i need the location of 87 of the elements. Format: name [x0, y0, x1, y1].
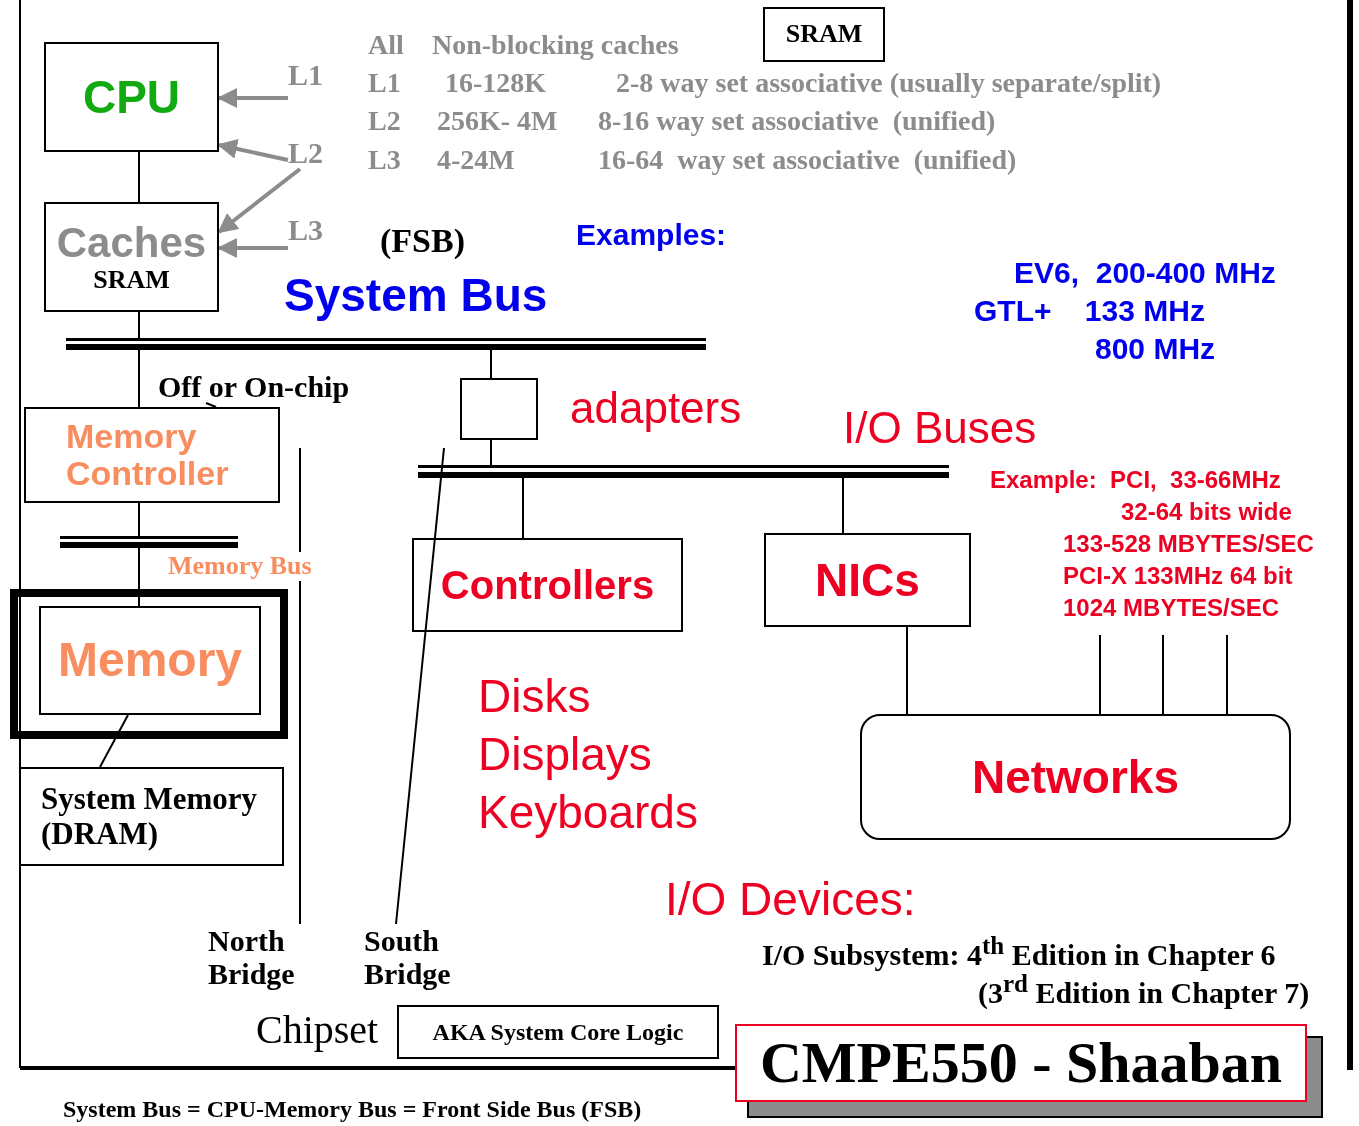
section-heading: I/O Devices:	[665, 874, 916, 925]
box-label: System Memory (DRAM)	[41, 782, 259, 851]
leader-line	[299, 447, 301, 925]
table-cell: 8-16 way set associative (unified)	[598, 106, 996, 137]
leader-line	[99, 714, 129, 768]
cache-level-label: L1	[288, 58, 323, 91]
annotation-label: Off or On-chip	[158, 370, 350, 403]
example-text: Examples:	[576, 218, 727, 251]
chipset-label: Chipset	[256, 1008, 379, 1052]
example-text: PCI-X 133MHz 64 bit	[1063, 563, 1293, 590]
example-text: 133-528 MBYTES/SEC	[1063, 531, 1314, 558]
connector-line	[522, 477, 524, 539]
leader-line	[1099, 634, 1101, 715]
adapter-box	[460, 378, 538, 440]
box-label: AKA System Core Logic	[432, 1018, 684, 1046]
cache-level-label: L3	[288, 213, 323, 246]
bus-title: System Bus	[284, 270, 548, 321]
bus-label: I/O Buses	[843, 404, 1037, 453]
system-memory-box	[19, 767, 284, 866]
leader-line	[395, 447, 445, 925]
box-label: CPU	[82, 71, 181, 123]
arrow	[217, 139, 289, 162]
table-cell: All	[368, 30, 404, 61]
example-text: 800 MHz	[1095, 332, 1216, 365]
bus-label: Memory Bus	[168, 552, 312, 581]
box-sublabel: SRAM	[93, 265, 170, 295]
nics-box	[764, 533, 971, 627]
sram-box	[763, 7, 885, 62]
table-cell: L1	[368, 68, 401, 99]
table-cell: L3	[368, 145, 401, 176]
bus-label: adapters	[570, 384, 742, 433]
cpu-box	[44, 42, 219, 152]
note-box	[397, 1005, 719, 1059]
cache-level-label: L2	[288, 136, 323, 169]
example-text: 32-64 bits wide	[1121, 499, 1292, 526]
table-cell: 16-64 way set associative (unified)	[598, 145, 1017, 176]
note-text: (3$^{rd}$ Edition in Chapter 7)	[978, 970, 1310, 1009]
example-text: 1024 MBYTES/SEC	[1063, 595, 1280, 622]
bus-label: (FSB)	[380, 222, 465, 260]
example-text: Example: PCI, 33-66MHz	[990, 467, 1281, 494]
connector-line	[138, 502, 140, 537]
device-label: Displays	[478, 729, 652, 780]
box-label: SRAM	[785, 20, 863, 49]
arrow	[217, 238, 288, 258]
cache-box	[44, 202, 219, 312]
table-cell: 16-128K	[445, 68, 547, 99]
table-cell: 2-8 way set associative (usually separate/split)	[616, 68, 1162, 99]
connector-line	[906, 626, 908, 715]
arrow	[217, 167, 302, 234]
connector-line	[490, 439, 492, 466]
io-bus-bar	[418, 465, 949, 478]
controllers-box	[412, 538, 683, 632]
box-label: Memory Controller	[66, 417, 226, 493]
example-text: GTL+ 133 MHz	[974, 294, 1205, 327]
device-label: Keyboards	[478, 787, 698, 838]
bridge-label: South Bridge	[364, 924, 454, 990]
memory-bus-bar	[60, 536, 238, 548]
connector-line	[138, 547, 140, 607]
footnote-text: System Bus = CPU-Memory Bus = Front Side Bus (FSB)	[63, 1096, 642, 1123]
table-cell: L2	[368, 106, 401, 137]
connector-line	[138, 151, 140, 203]
device-label: Disks	[478, 671, 591, 722]
note-text: I/O Subsystem: 4$^{th}$ Edition in Chapter 6	[762, 932, 1276, 971]
leader-line	[1162, 634, 1164, 715]
table-cell: Non-blocking caches	[432, 30, 679, 61]
box-label: NICs	[815, 554, 920, 606]
connector-line	[138, 349, 140, 408]
box-label: CMPE550 - Shaaban	[759, 1031, 1283, 1095]
box-label: Networks	[971, 751, 1180, 803]
connector-line	[138, 311, 140, 339]
table-cell: 256K- 4M	[437, 106, 558, 137]
box-label: Caches	[56, 219, 207, 266]
memory-module-frame	[10, 589, 288, 739]
arrow	[217, 88, 288, 108]
networks-box	[860, 714, 1291, 840]
box-label: Controllers	[440, 563, 655, 607]
memory-box	[39, 606, 261, 715]
example-text: EV6, 200-400 MHz	[1014, 256, 1276, 289]
memory-controller-box	[24, 407, 280, 503]
table-cell: 4-24M	[437, 145, 515, 176]
connector-line	[490, 349, 492, 379]
leader-line	[1226, 634, 1228, 715]
box-label: Memory	[57, 634, 243, 687]
bridge-label: North Bridge	[208, 924, 298, 990]
connector-line	[842, 477, 844, 534]
leader-line	[205, 402, 217, 408]
system-bus-bar	[66, 338, 706, 350]
